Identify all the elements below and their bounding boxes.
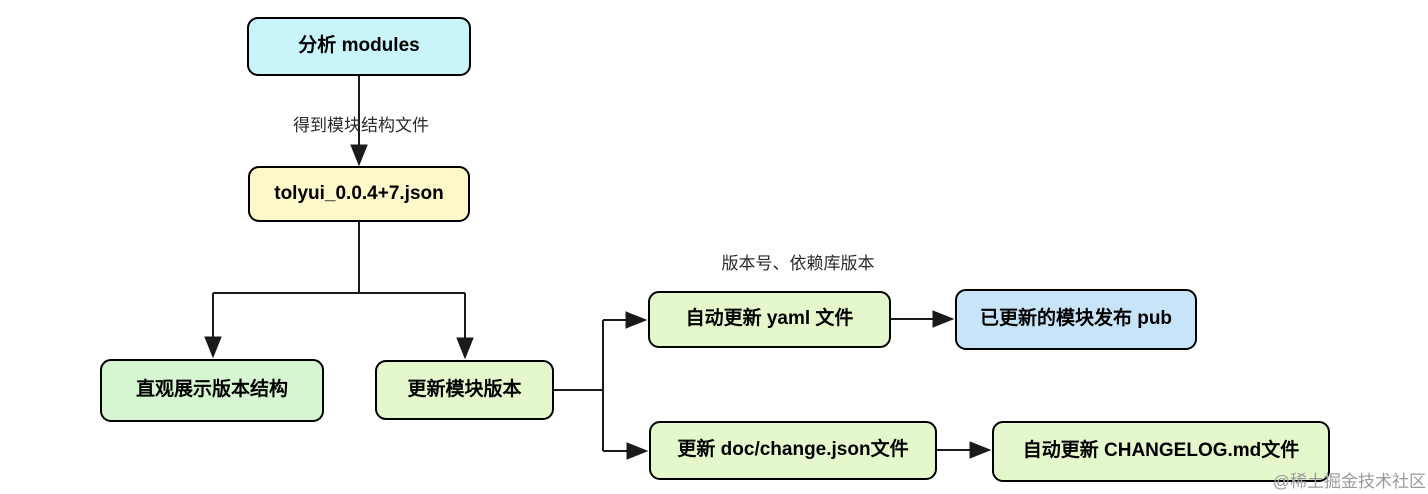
edge-label-version-and-deps: 版本号、依赖库版本 (721, 254, 875, 273)
node-json-file: tolyui_0.0.4+7.json (248, 166, 470, 222)
node-update-version: 更新模块版本 (375, 360, 554, 420)
node-update-changelog: 自动更新 CHANGELOG.md文件 (992, 421, 1330, 482)
node-show-structure: 直观展示版本结构 (100, 359, 324, 422)
node-update-changejson: 更新 doc/change.json文件 (649, 421, 937, 480)
node-publish-pub: 已更新的模块发布 pub (955, 289, 1197, 350)
edge-label-get-structure-file: 得到模块结构文件 (293, 116, 429, 135)
node-analyze-modules: 分析 modules (247, 17, 471, 76)
node-update-yaml: 自动更新 yaml 文件 (648, 291, 891, 348)
